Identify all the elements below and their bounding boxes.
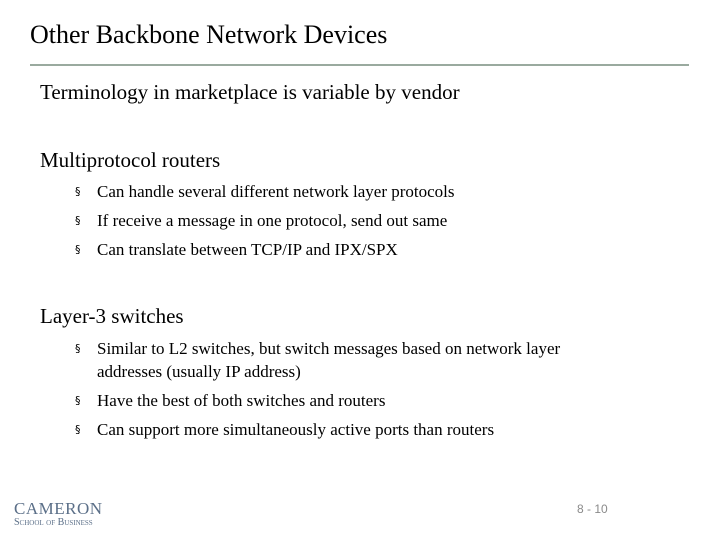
slide-title: Other Backbone Network Devices — [30, 20, 388, 49]
bullet-icon: § — [75, 214, 81, 227]
bullet-icon: § — [75, 423, 81, 436]
point-layer3-switches: Layer-3 switches — [40, 304, 184, 328]
page-number: 8 - 10 — [577, 502, 608, 516]
bullet-icon: § — [75, 243, 81, 256]
logo-sub-text: School of Business — [14, 517, 93, 528]
bullet-icon: § — [75, 342, 81, 355]
title-divider — [30, 64, 689, 66]
subpoint-similar-l2-continued: addresses (usually IP address) — [97, 362, 301, 381]
subpoint-several-protocols: Can handle several different network lay… — [97, 182, 455, 201]
subpoint-best-of-both: Have the best of both switches and route… — [97, 391, 386, 410]
point-terminology: Terminology in marketplace is variable b… — [40, 80, 460, 104]
subpoint-translate: Can translate between TCP/IP and IPX/SPX — [97, 240, 398, 259]
bullet-icon: § — [75, 185, 81, 198]
subpoint-similar-l2: Similar to L2 switches, but switch messa… — [97, 339, 561, 358]
subpoint-more-ports: Can support more simultaneously active p… — [97, 420, 495, 439]
logo-main-text: CAMERON — [14, 499, 103, 518]
bullet-icon: § — [75, 394, 81, 407]
subpoint-receive-send: If receive a message in one protocol, se… — [97, 211, 448, 230]
point-multiprotocol-routers: Multiprotocol routers — [40, 148, 221, 172]
cameron-logo: CAMERON School of Business — [14, 500, 103, 529]
